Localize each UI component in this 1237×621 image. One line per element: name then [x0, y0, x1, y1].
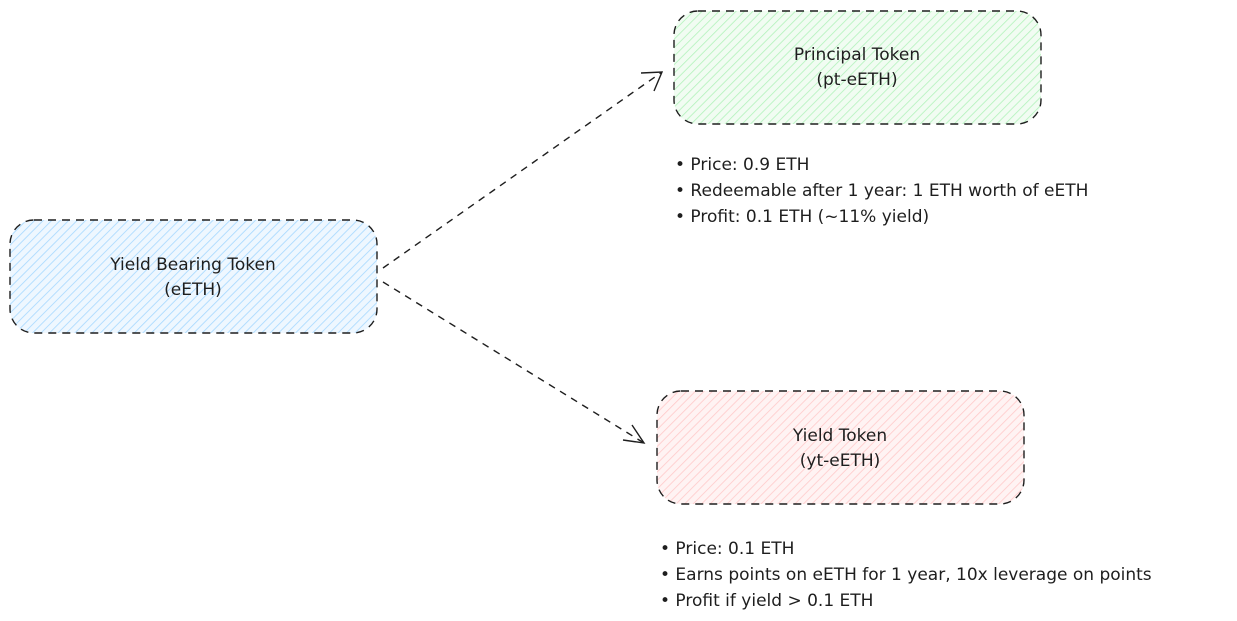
node-yield-token: Yield Token (yt-eETH): [656, 390, 1025, 505]
principal-note-item: • Price: 0.9 ETH: [675, 155, 809, 175]
node-yield-bearing-token: Yield Bearing Token (eETH): [9, 219, 378, 334]
node-yield-title: Yield Token: [792, 426, 887, 446]
node-yield-box: [656, 390, 1025, 505]
arrow-to-principal: [382, 71, 664, 269]
node-yield-bearing-title: Yield Bearing Token: [109, 255, 275, 275]
yield-note-item: • Profit if yield > 0.1 ETH: [660, 591, 873, 611]
yield-note-item: • Earns points on eETH for 1 year, 10x l…: [660, 565, 1152, 585]
node-principal-token: Principal Token (pt-eETH): [673, 10, 1042, 125]
node-yield-bearing-box: [9, 219, 378, 334]
principal-note-item: • Profit: 0.1 ETH (~11% yield): [675, 207, 929, 227]
node-principal-subtitle: (pt-eETH): [816, 70, 897, 90]
node-yield-bearing-subtitle: (eETH): [164, 280, 222, 300]
yield-note-item: • Price: 0.1 ETH: [660, 539, 794, 559]
yield-notes: • Price: 0.1 ETH • Earns points on eETH …: [660, 539, 1152, 611]
principal-notes: • Price: 0.9 ETH • Redeemable after 1 ye…: [675, 155, 1088, 227]
node-principal-box: [673, 10, 1042, 125]
node-principal-title: Principal Token: [794, 45, 920, 65]
arrow-to-yield: [382, 281, 646, 444]
principal-note-item: • Redeemable after 1 year: 1 ETH worth o…: [675, 181, 1088, 201]
node-yield-subtitle: (yt-eETH): [800, 451, 881, 471]
